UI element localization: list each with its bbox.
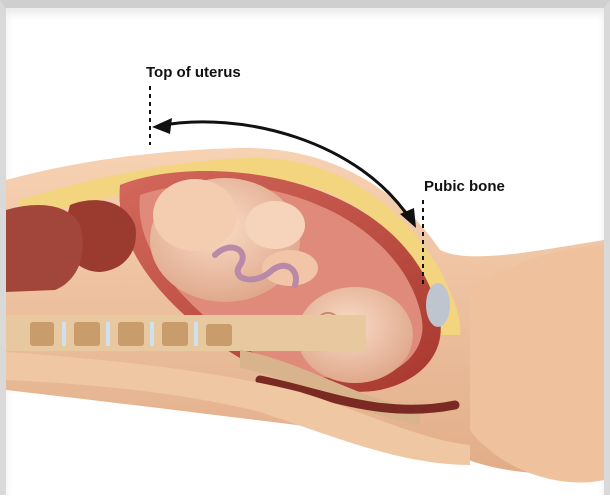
fetus-legs [153,179,237,251]
top-of-uterus-label: Top of uterus [146,64,241,81]
spine [6,315,366,351]
fetus-knee [245,201,305,249]
arrowhead-left [152,118,172,134]
thigh [470,245,604,483]
pubic-bone-label: Pubic bone [424,178,505,195]
bladder [426,283,450,327]
